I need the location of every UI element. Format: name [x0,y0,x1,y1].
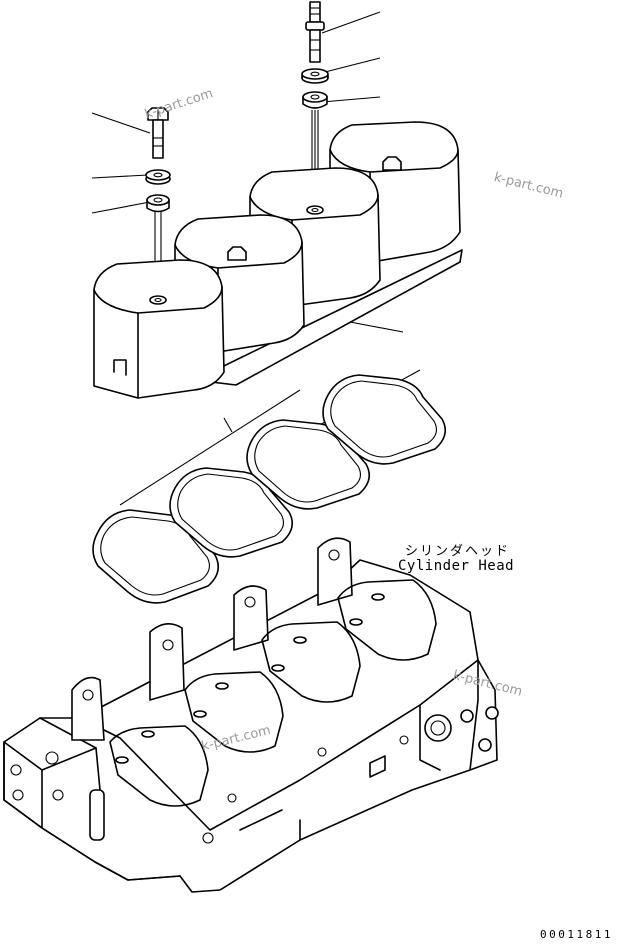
part-label-english: Cylinder Head [398,558,515,574]
bolt-left [147,107,169,159]
cover-base-plate [194,249,463,386]
cylinder-head [3,537,499,893]
head-cover-gasket [92,369,447,604]
part-label-japanese: シリンダヘッド [405,544,511,559]
stud-bolt-right [305,1,325,63]
document-number: 00011811 [540,928,613,941]
washer-right-upper [301,68,329,84]
washer-left [145,169,171,185]
rocker-cover-1 [93,259,225,399]
leader-lines [91,11,404,433]
